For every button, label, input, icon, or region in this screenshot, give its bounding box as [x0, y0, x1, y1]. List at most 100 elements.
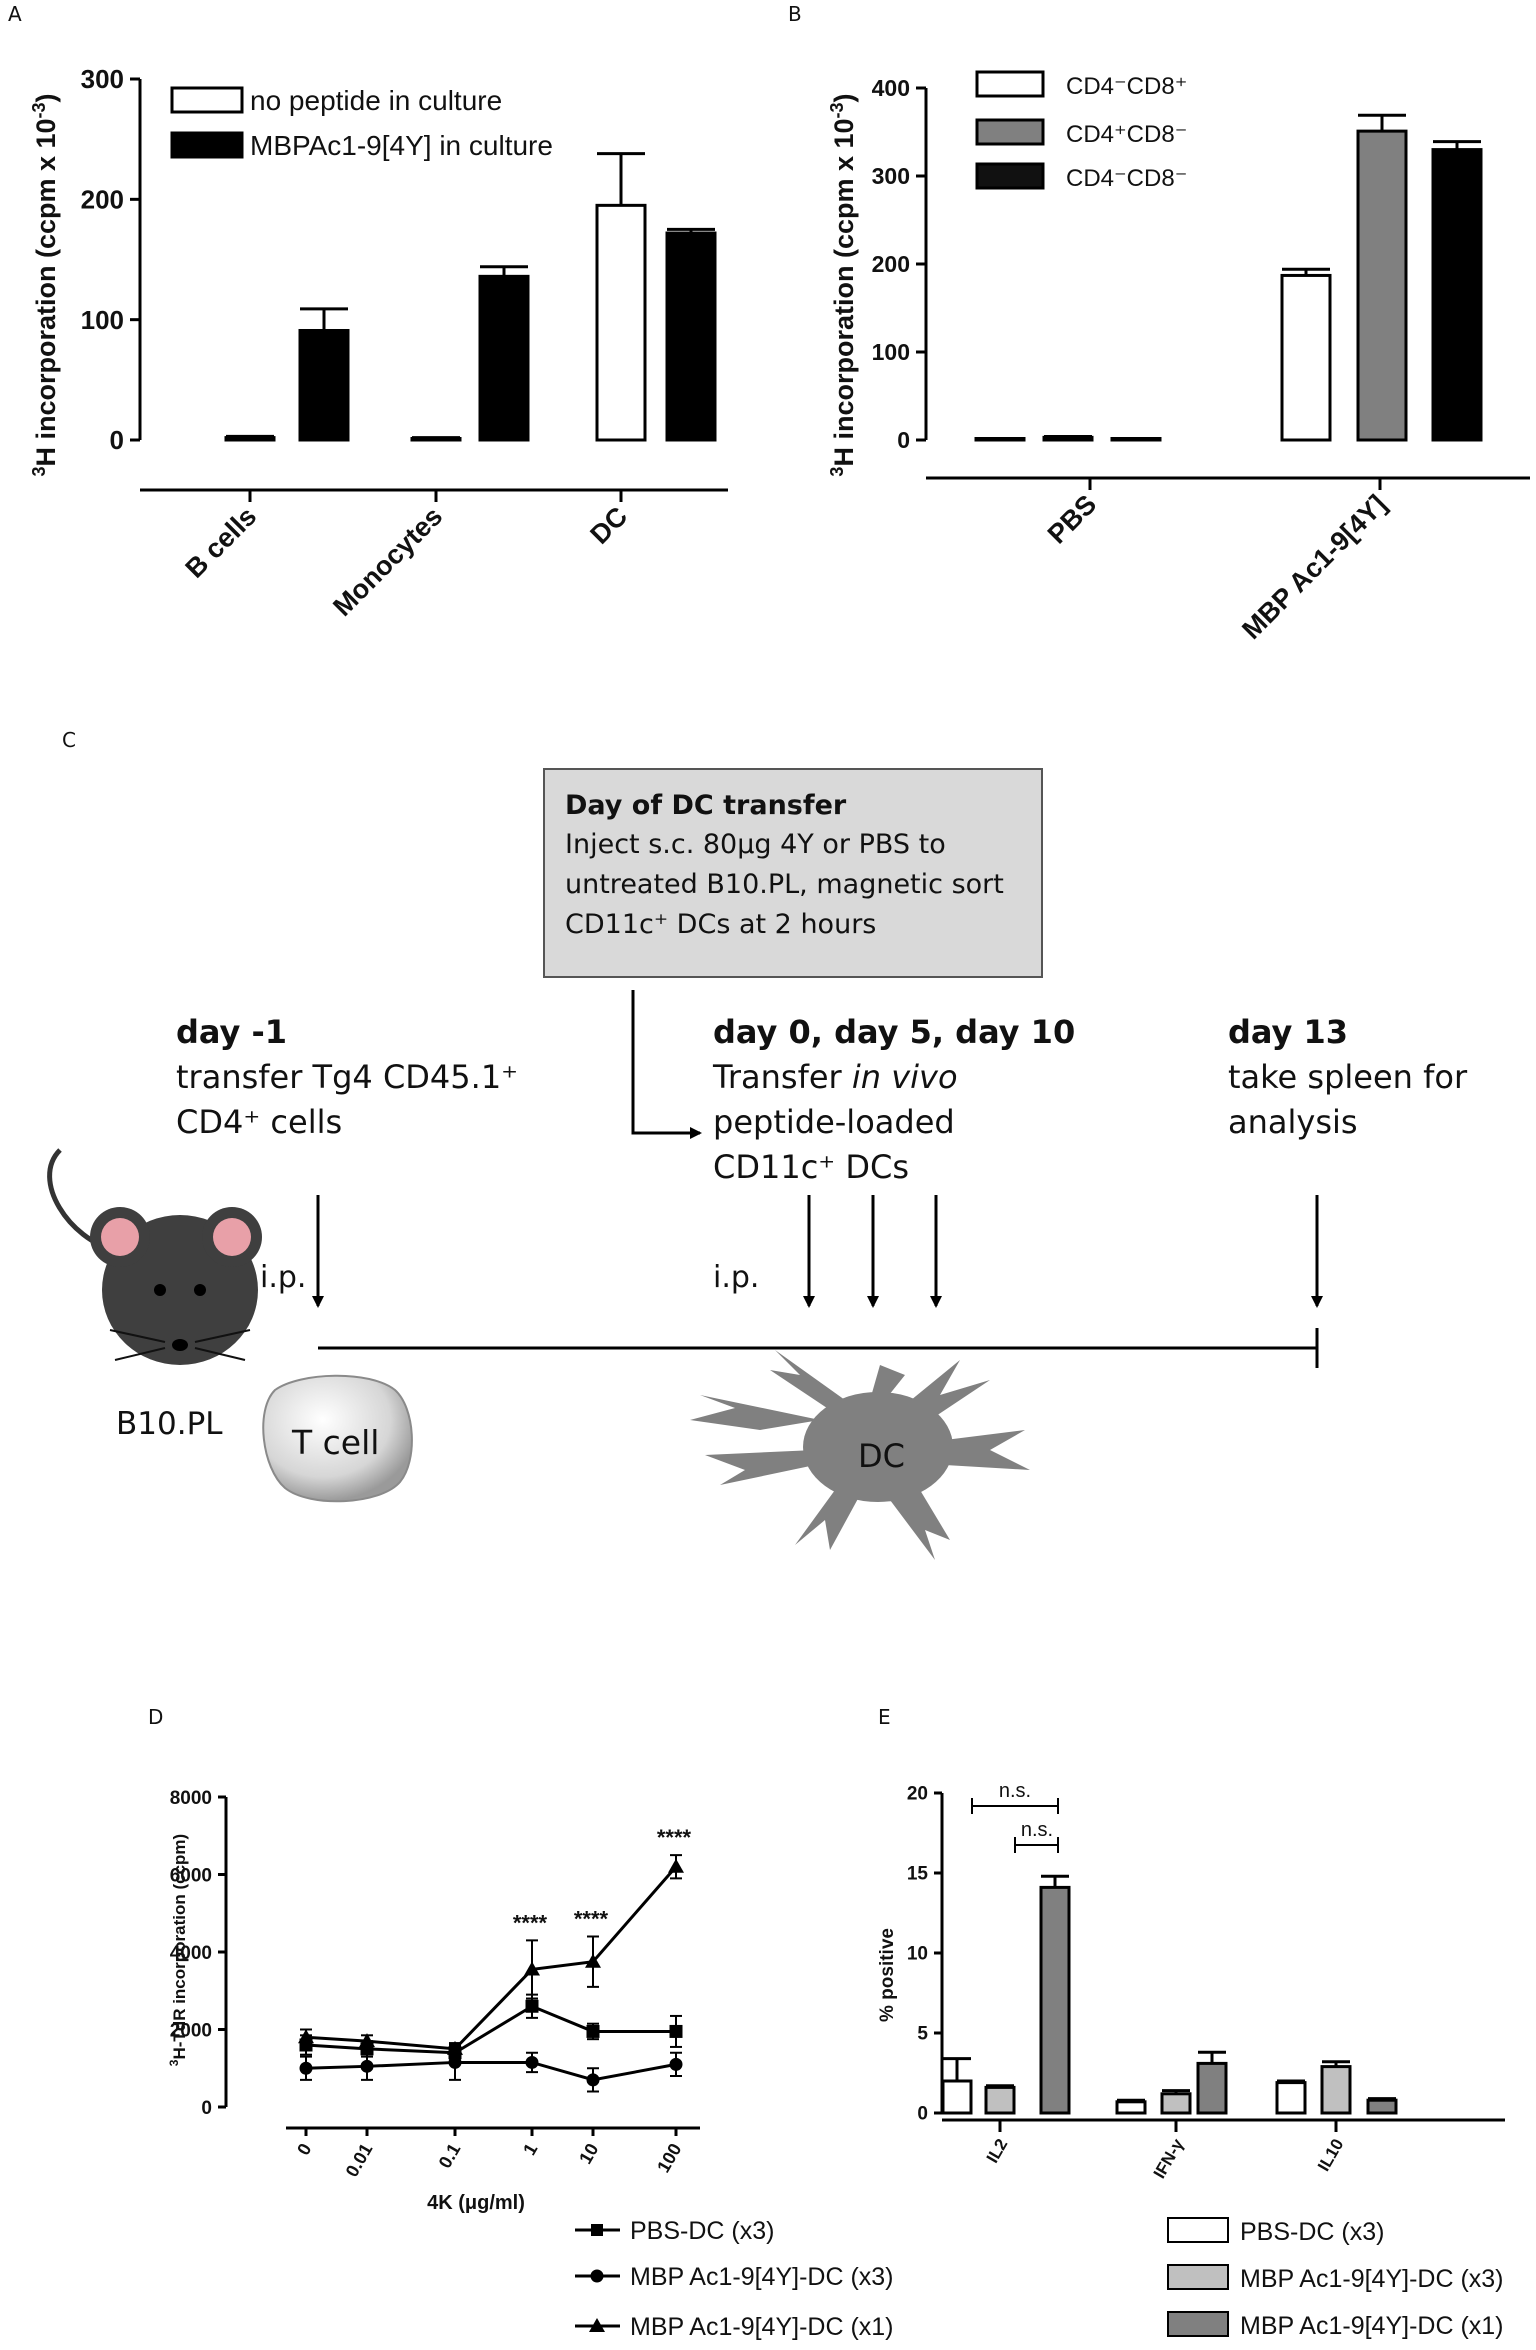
legend-b-swatch-1 [975, 118, 1045, 146]
chart-b-ytick-label-2: 200 [872, 251, 910, 277]
chart-a-ylabel: 3H incorporation (ccpm x 10-3) [29, 93, 61, 476]
chart-d-series-line-0 [305, 2004, 676, 2055]
day-minus1-line-0: transfer Tg4 CD45.1⁺ [176, 1058, 519, 1096]
dc-transfer-title: Day of DC transfer [565, 790, 847, 821]
chart-d-point-1-3 [525, 2055, 539, 2069]
chart-a-ytick-label-2: 200 [81, 184, 124, 214]
panel-label-e: E [878, 1705, 891, 1729]
chart-b-ylabel: 3H incorporation (ccpm x 10-3) [827, 93, 859, 476]
chart-b-ytick-label-4: 400 [872, 75, 910, 101]
day0-block: day 0, day 5, day 10 Transfer in vivo pe… [713, 1010, 1075, 1190]
dc-transfer-line-2: CD11c⁺ DCs at 2 hours [565, 909, 877, 940]
legend-a-label-1: MBPAc1-9[4Y] in culture [250, 130, 553, 161]
chart-d-point-2-5 [668, 1858, 684, 1873]
chart-d-ytick-label-3: 6000 [170, 1866, 212, 1887]
chart-d-series-line-1 [305, 2060, 677, 2082]
chart-d-point-1-1 [360, 2059, 374, 2073]
chart-d-point-1-2 [448, 2055, 462, 2069]
tcell-icon [262, 1374, 413, 1503]
chart-a-ytick-label-1: 100 [81, 305, 124, 335]
chart-d-ytick-label-0: 0 [201, 2098, 212, 2119]
chart-d-xlabel: 4K (μg/ml) [427, 2192, 525, 2214]
chart-d-sig-4: **** [574, 1907, 609, 1932]
panel-label-b: B [788, 2, 802, 26]
chart-a-bar-0-2 [595, 203, 647, 442]
legend-e-swatch-1 [1167, 2264, 1229, 2290]
dc-transfer-line-1: untreated B10.PL, magnetic sort [565, 869, 1004, 900]
day0-line-pre: Transfer [713, 1058, 852, 1096]
chart-d-ytick-label-4: 8000 [170, 1788, 212, 1809]
chart-b-bar-0-1 [1280, 273, 1332, 442]
chart-e-bar-1-2 [1320, 2065, 1352, 2115]
tcell-label: T cell [291, 1423, 379, 1462]
chart-e-ytick-label-2: 10 [907, 1944, 928, 1965]
legend-e-label-0: PBS-DC (x3) [1240, 2218, 1384, 2246]
day-minus1-block: day -1 transfer Tg4 CD45.1⁺ CD4⁺ cells [176, 1010, 518, 1145]
chart-e-category-label-0: IL2 [983, 2136, 1012, 2167]
chart-d-point-1-0 [299, 2061, 313, 2075]
legend-d-item-0: PBS-DC (x3) [575, 2217, 774, 2245]
dc-transfer-box: Day of DC transfer Inject s.c. 80µg 4Y o… [543, 768, 1043, 978]
legend-e-label-1: MBP Ac1-9[4Y]-DC (x3) [1240, 2265, 1504, 2293]
chart-e-bar-0-0 [941, 2079, 973, 2115]
chart-e-category-label-1: IFN-γ [1150, 2135, 1188, 2182]
chart-e-ylabel: % positive [877, 1928, 898, 2022]
day13-block: day 13 take spleen for analysis [1228, 1010, 1467, 1145]
ns-label-2: n.s. [1021, 1819, 1053, 1841]
legend-d-item-2: MBP Ac1-9[4Y]-DC (x1) [575, 2313, 894, 2341]
chart-b-ytick-label-0: 0 [897, 427, 910, 453]
legend-b-label-0: CD4⁻CD8⁺ [1066, 73, 1187, 100]
ns-label-1: n.s. [999, 1780, 1031, 1802]
chart-d-point-2-1 [359, 2033, 375, 2048]
chart-a-bar-1-2 [665, 231, 717, 442]
day13-line-1: analysis [1228, 1103, 1358, 1141]
chart-b-bar-2-1 [1431, 148, 1483, 442]
day0-line-2: CD11c⁺ DCs [713, 1148, 910, 1186]
day-minus1-title: day -1 [176, 1013, 288, 1051]
ip-label-2: i.p. [713, 1260, 759, 1295]
dc-label: DC [858, 1437, 905, 1475]
panel-label-a: A [8, 2, 22, 26]
chart-b-ytick-label-1: 100 [872, 339, 910, 365]
chart-b-bar-1-1 [1356, 129, 1408, 442]
dc-transfer-line-0: Inject s.c. 80µg 4Y or PBS to [565, 829, 946, 860]
chart-e-bar-2-0 [1039, 1885, 1071, 2115]
mouse-label: B10.PL [116, 1406, 223, 1442]
box-to-day0-arrow [631, 990, 702, 1139]
legend-e-swatch-2 [1167, 2311, 1229, 2337]
chart-d-point-2-0 [298, 2029, 314, 2044]
ns-bracket-2 [1014, 1837, 1059, 1853]
legend-b-label-1: CD4⁺CD8⁻ [1066, 121, 1187, 148]
legend-d-label-2: MBP Ac1-9[4Y]-DC (x1) [630, 2313, 894, 2341]
chart-d-point-0-3 [525, 1999, 539, 2013]
day-minus1-line-1: CD4⁺ cells [176, 1103, 343, 1141]
day13-title: day 13 [1228, 1013, 1349, 1051]
chart-d-point-2-4 [585, 1953, 601, 1968]
chart-e-bar-0-1 [1115, 2100, 1147, 2115]
day0-line-1: peptide-loaded [713, 1103, 955, 1141]
chart-d-point-1-4 [586, 2073, 600, 2087]
legend-e-label-2: MBP Ac1-9[4Y]-DC (x1) [1240, 2312, 1504, 2340]
legend-b-swatch-0 [975, 70, 1045, 98]
chart-d-point-0-5 [669, 2024, 683, 2038]
chart-e-bar-2-2 [1366, 2098, 1398, 2115]
chart-d-series-line-2 [305, 1865, 678, 2051]
ip-label-1: i.p. [260, 1260, 306, 1295]
chart-e-ytick-label-3: 15 [907, 1864, 929, 1885]
chart-d-ytick-label-2: 4000 [170, 1943, 212, 1964]
ns-bracket-1 [971, 1798, 1059, 1814]
chart-d-point-2-2 [447, 2040, 463, 2055]
chart-e-ytick-label-0: 0 [917, 2104, 928, 2125]
chart-a-ytick-label-0: 0 [110, 425, 124, 455]
legend-a-label-0: no peptide in culture [250, 85, 502, 116]
legend-b-label-2: CD4⁻CD8⁻ [1066, 165, 1187, 192]
panel-label-c: C [62, 728, 76, 752]
mouse-icon [47, 1148, 262, 1365]
chart-e-bar-1-0 [984, 2085, 1016, 2115]
chart-d-point-2-3 [524, 1961, 540, 1976]
